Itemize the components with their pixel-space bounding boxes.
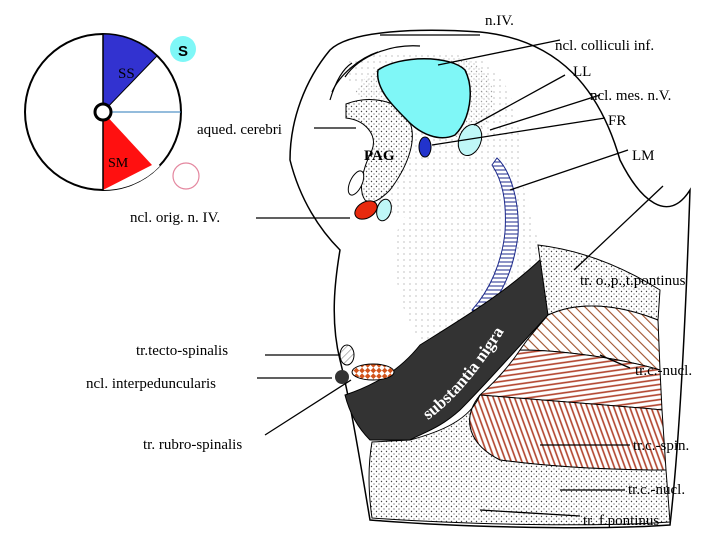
- lateral-lemniscus: [457, 124, 483, 156]
- leader-ll: [473, 74, 566, 126]
- leader-tr-o-p-t: [573, 185, 664, 271]
- midbrain-section: substantia nigra: [289, 29, 691, 529]
- tr-f-pontinus-region: [368, 394, 671, 526]
- label-ncl-orig-n-iv: ncl. orig. n. IV.: [130, 210, 220, 226]
- leader-lm: [509, 149, 629, 191]
- interpeduncular-dark-dot: [335, 370, 349, 384]
- legend-center-ring: [93, 102, 113, 122]
- label-ncl-interpeduncularis: ncl. interpeduncularis: [86, 376, 216, 392]
- leader-fr: [431, 117, 606, 146]
- ncl-colliculi-inferior: [377, 58, 471, 139]
- substantia-nigra: [344, 253, 549, 441]
- leader-tr-f-pontinus: [479, 509, 581, 517]
- leader-rubro-spinalis: [264, 379, 352, 436]
- label-tr-f-pontinus: tr. f.pontinus: [583, 513, 659, 529]
- legend-s-label: S: [178, 43, 188, 60]
- legend-pink-circle: [172, 162, 200, 190]
- label-ncl-colliculi-inf: ncl. colliculi inf.: [555, 38, 654, 54]
- label-ll: LL: [573, 64, 591, 80]
- label-tr-o-p-t-pontinus: tr. o.,p.,t.pontinus: [580, 273, 686, 289]
- leader-tr-c-nucl-1: [599, 354, 631, 369]
- tr-tecto-spinalis-area: [339, 344, 355, 366]
- ss-sector: [102, 33, 158, 114]
- label-n-iv: n.IV.: [485, 13, 514, 29]
- fr-bundle: [418, 136, 432, 158]
- label-ncl-mes-nv: ncl. mes. n.V.: [590, 88, 671, 104]
- legend-sm-label: SM: [108, 156, 129, 171]
- label-tr-rubro-spinalis: tr. rubro-spinalis: [143, 437, 242, 453]
- leader-ncl-colliculi: [437, 39, 561, 66]
- label-lm: LM: [632, 148, 655, 164]
- label-tr-c-nucl-upper: tr.c.-nucl.: [635, 363, 692, 379]
- leader-ncl-mes: [489, 94, 601, 131]
- ncl-interpeduncularis-area: [351, 363, 395, 381]
- aqueduct-oval: [347, 170, 365, 196]
- label-aqued-cerebri: aqued. cerebri: [197, 122, 282, 138]
- legend-s-tag: [170, 36, 196, 62]
- label-tr-c-nucl-lower: tr.c.-nucl.: [628, 482, 685, 498]
- legend-ss-label: SS: [118, 66, 135, 82]
- label-tr-c-spin: tr.c.-spin.: [633, 438, 689, 454]
- ncl-orig-n-iv: [354, 200, 378, 220]
- labels: n.IV. ncl. colliculi inf. LL ncl. mes. n…: [86, 13, 692, 529]
- leader-lines: [256, 34, 664, 517]
- sm-sector: [103, 112, 152, 190]
- label-fr: FR: [608, 113, 626, 129]
- label-tr-tecto-spinalis: tr.tecto-spinalis: [136, 343, 228, 359]
- small-cyan-nucleus: [376, 198, 392, 222]
- label-pag: PAG: [364, 148, 395, 164]
- lower-left-sector: [32, 112, 103, 190]
- orientation-legend: SS SM S: [24, 33, 200, 191]
